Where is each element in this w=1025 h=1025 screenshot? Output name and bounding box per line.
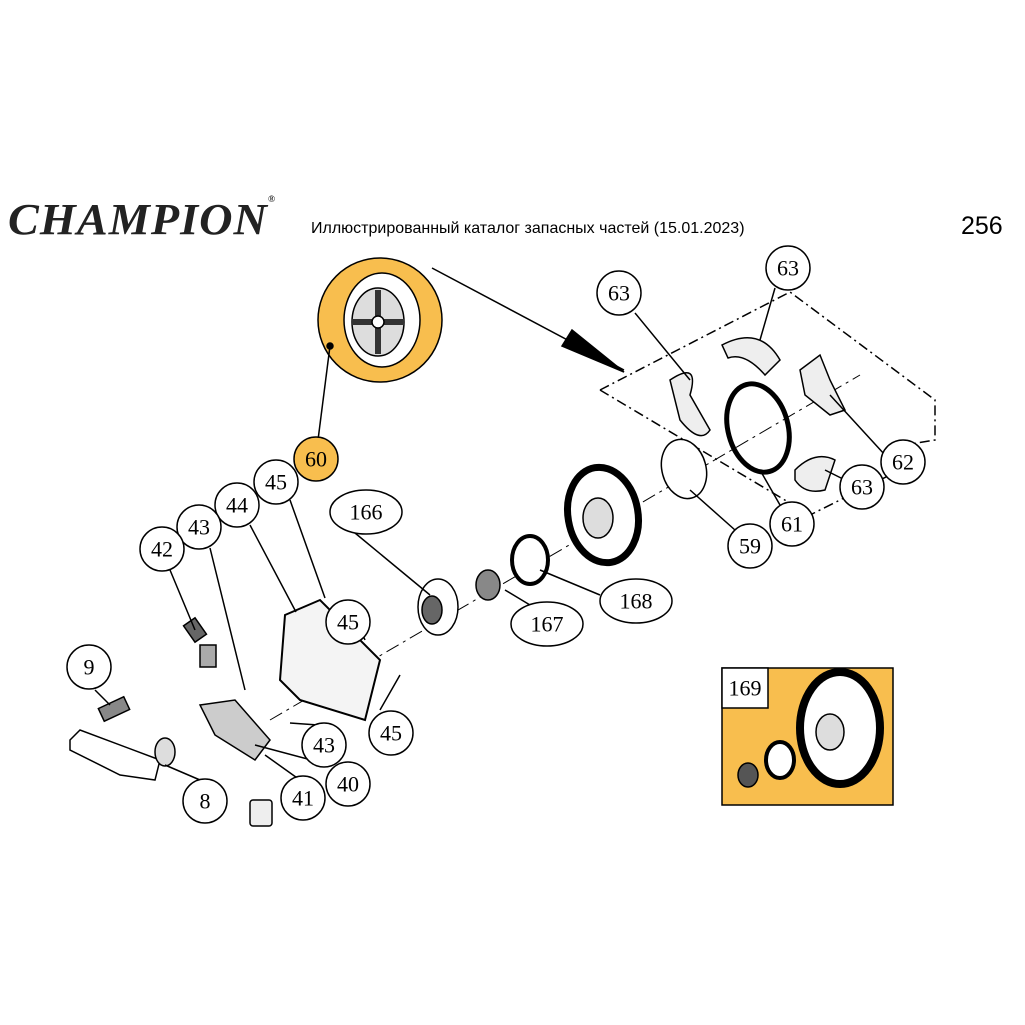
clutch-shoe [721,337,781,377]
oil-hose [69,729,161,781]
callout-45: 45 [265,470,287,495]
pump-fitting [199,644,217,668]
washer [660,438,708,500]
callout-45: 45 [337,610,359,635]
pump-sleeve [249,799,273,827]
callout-labels: 63 63 62 63 59 61 60 45 44 43 42 166 45 … [84,256,915,814]
callout-42: 42 [151,537,173,562]
needle-bearing [475,569,501,601]
kit-sprocket [764,740,796,780]
leader-dot [326,342,334,350]
callout-59: 59 [739,534,761,559]
clutch-shoe [669,371,711,437]
catalog-title: Иллюстрированный каталог запасных частей… [311,220,745,237]
callout-40: 40 [337,772,359,797]
hose-fitting [97,695,131,723]
dashed-group-outline [599,291,936,516]
callout-167: 167 [531,612,564,637]
callout-45: 45 [380,721,402,746]
arrowhead-icon [560,328,625,373]
callout-168: 168 [620,589,653,614]
callout-9: 9 [84,655,95,680]
callout-63: 63 [608,281,630,306]
pump-cover [278,598,382,722]
callout-43: 43 [313,733,335,758]
kit-drum-bore [815,713,845,751]
clutch-spring [724,381,792,475]
leader-line [317,345,331,441]
champion-logo: CHAMPION® [8,194,276,245]
callouts [66,245,926,824]
callout-62: 62 [892,450,914,475]
callout-166: 166 [350,500,383,525]
clutch-shoe [794,455,836,492]
drive-gear-hub [421,595,443,625]
kit-label-box [721,667,769,709]
callout-63: 63 [777,256,799,281]
callout-63: 63 [851,475,873,500]
page-number: 256 [961,212,1003,240]
kit-needle-bearing [737,762,759,788]
brand-text: CHAMPION [8,195,268,244]
trademark: ® [267,194,277,204]
callout-43: 43 [188,515,210,540]
callout-169: 169 [729,676,762,701]
hose-grommet [154,737,176,767]
callout-8: 8 [200,789,211,814]
clutch-hub [371,315,385,329]
callout-44: 44 [226,493,248,518]
sprocket [510,534,550,586]
callout-60: 60 [305,447,327,472]
kit-169-box: 169 [721,667,894,806]
clutch-drum-bore [582,497,614,539]
callout-41: 41 [292,786,314,811]
oil-pump-body [198,699,271,762]
callout-61: 61 [781,512,803,537]
